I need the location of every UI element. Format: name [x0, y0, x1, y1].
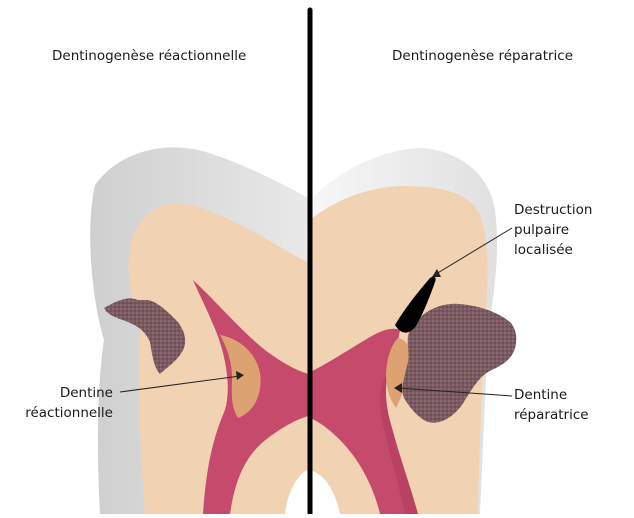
leader-reparatrice	[397, 387, 513, 397]
label-destruction: Destruction pulpaire localisée	[514, 200, 592, 260]
title-right: Dentinogenèse réparatrice	[392, 48, 574, 64]
label-line: Destruction	[514, 202, 593, 218]
root-gap-left	[285, 468, 310, 514]
label-line: Dentine	[514, 387, 568, 403]
label-line: réactionnelle	[25, 405, 113, 421]
pulp-right-shadow	[380, 372, 418, 514]
caries-left	[104, 298, 186, 374]
label-line: Dentine	[59, 385, 113, 401]
label-line: pulpaire	[514, 222, 570, 238]
leader-reactionnelle	[119, 375, 241, 393]
leader-destruction	[435, 227, 513, 275]
arrow-reparatrice	[394, 383, 402, 393]
arrow-destruction	[432, 269, 441, 277]
tertiary-dentin-right	[386, 338, 412, 408]
label-dentine-reparatrice: Dentine réparatrice	[514, 385, 589, 425]
destruction-zone	[395, 276, 436, 333]
caries-right	[402, 303, 517, 423]
label-dentine-reactionnelle: Dentine réactionnelle	[8, 383, 113, 423]
title-left: Dentinogenèse réactionnelle	[52, 48, 247, 64]
arrow-reactionnelle	[236, 371, 244, 380]
label-line: localisée	[514, 242, 573, 258]
pulp-right	[310, 328, 418, 514]
label-line: réparatrice	[514, 407, 589, 423]
root-gap-right	[310, 470, 340, 514]
